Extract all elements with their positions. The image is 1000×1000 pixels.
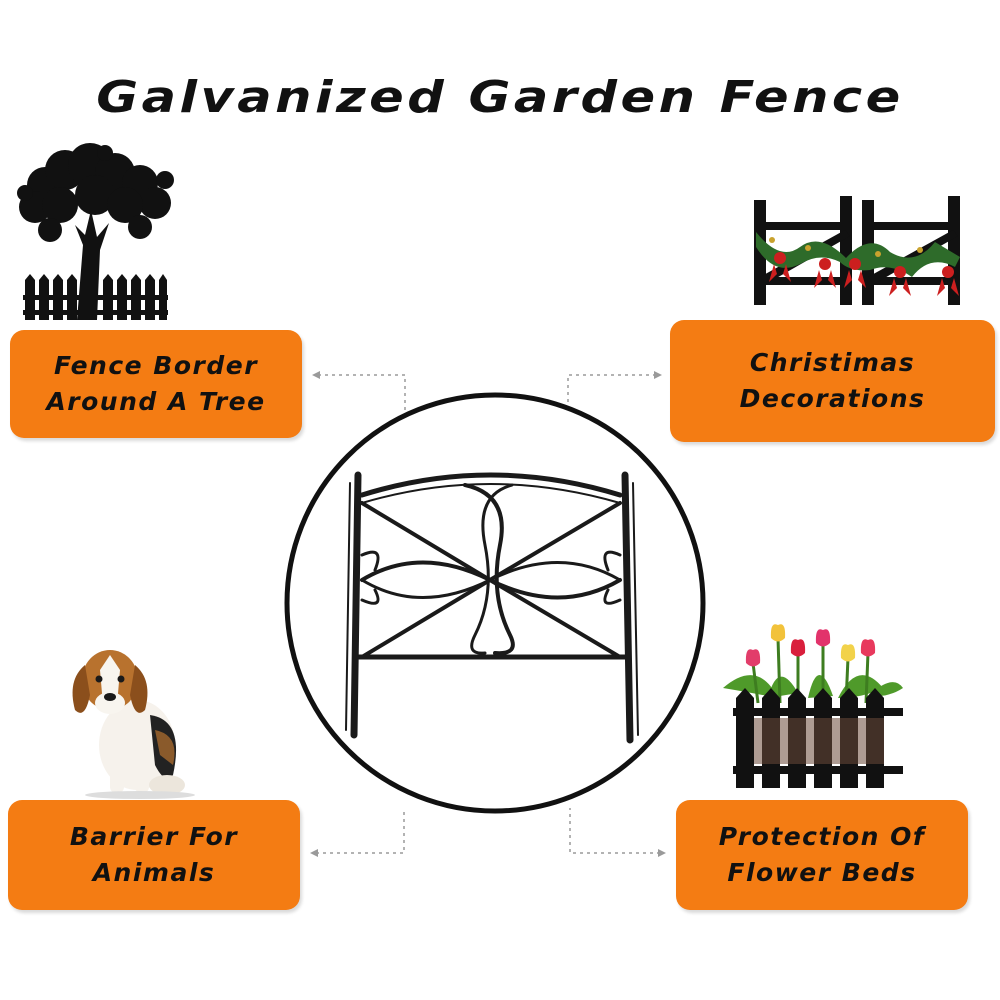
- label-barrier-animals: Barrier For Animals: [8, 800, 300, 910]
- label-protection-flower-beds: Protection Of Flower Beds: [676, 800, 968, 910]
- beagle-dog-icon: [72, 650, 195, 799]
- label-fence-border: Fence Border Around A Tree: [10, 330, 302, 438]
- label-christmas-decorations-text: Christimas Decorations: [739, 348, 926, 413]
- label-fence-border-text: Fence Border Around A Tree: [46, 351, 266, 416]
- label-barrier-animals-text: Barrier For Animals: [69, 822, 239, 887]
- label-christmas-decorations: Christimas Decorations: [670, 320, 995, 442]
- page-title: Galvanized Garden Fence: [96, 72, 904, 123]
- tulips-fence-icon: [723, 624, 903, 788]
- label-protection-flower-beds-text: Protection Of Flower Beds: [718, 822, 926, 887]
- tree-fence-icon: [17, 143, 174, 320]
- christmas-fence-icon: [754, 196, 960, 305]
- fence-panel-icon: [284, 392, 706, 814]
